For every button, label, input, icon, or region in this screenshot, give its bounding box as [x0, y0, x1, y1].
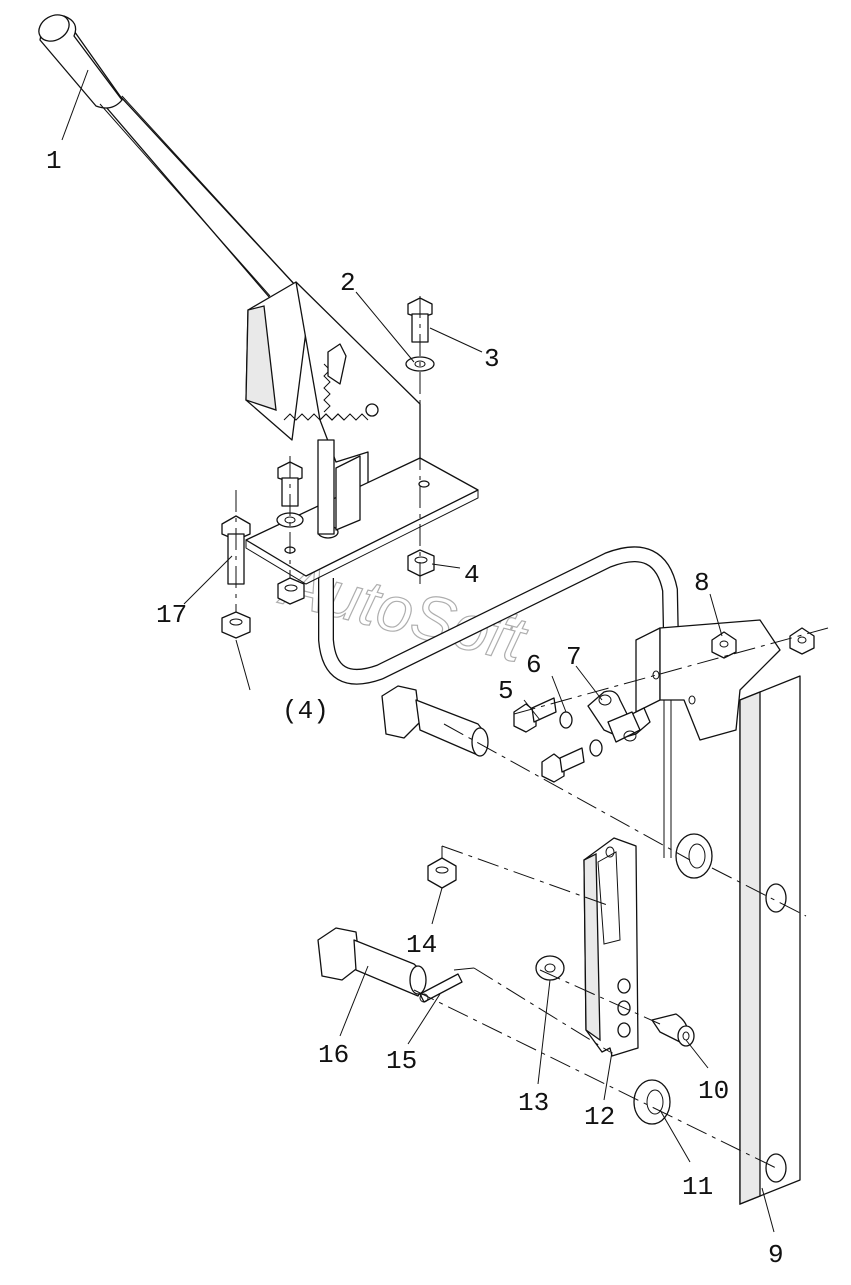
callout-6: 6	[526, 650, 542, 680]
callout-13: 13	[518, 1088, 549, 1118]
callout-5: 5	[498, 676, 514, 706]
callout-16: 16	[318, 1040, 349, 1070]
callout-3: 3	[484, 344, 500, 374]
part-4-nut-left	[277, 577, 305, 605]
callout-11: 11	[682, 1172, 713, 1202]
part-2-ratchet-sector	[245, 281, 479, 585]
assembly-centerlines	[235, 296, 829, 1169]
part-8-bracket	[635, 619, 815, 741]
leader-lines	[61, 69, 775, 1233]
callout-2: 2	[340, 268, 356, 298]
callout-labels: 1 2 3 4 (4) 5 6 7 8 9 10 11 12 13 14 15 …	[46, 146, 784, 1270]
part-5-bolt-upper	[513, 697, 557, 733]
part-6-washers	[559, 711, 603, 757]
part-1-lever-handle	[38, 14, 297, 299]
part-4-nut-bracketed	[221, 611, 251, 639]
callout-4: 4	[464, 560, 480, 590]
part-9-vertical-arm	[739, 675, 801, 1205]
part-11-ring-washer-lower	[633, 1079, 671, 1125]
part-7-rod-clip	[587, 690, 651, 743]
part-13-flat-washer	[535, 955, 565, 981]
callout-14: 14	[406, 930, 437, 960]
pivot-pin-upper	[381, 685, 489, 757]
callout-4-bracketed: (4)	[282, 696, 329, 726]
part-5-bolt-lower	[541, 747, 585, 783]
ring-washer-upper	[675, 833, 713, 879]
bent-control-rod	[318, 546, 680, 858]
callout-8: 8	[694, 568, 710, 598]
callout-1: 1	[46, 146, 62, 176]
callout-17: 17	[156, 600, 187, 630]
part-10-spacer	[651, 1013, 695, 1047]
callout-15: 15	[386, 1046, 417, 1076]
callout-7: 7	[566, 642, 582, 672]
callout-12: 12	[584, 1102, 615, 1132]
part-14-nut	[427, 857, 457, 889]
part-12-linkage-arm	[583, 837, 639, 1057]
part-16-pivot-pin	[317, 927, 427, 997]
callout-10: 10	[698, 1076, 729, 1106]
part-4-nut-right	[407, 549, 435, 577]
part-15-cotter-pin	[419, 973, 463, 1003]
callout-9: 9	[768, 1240, 784, 1270]
